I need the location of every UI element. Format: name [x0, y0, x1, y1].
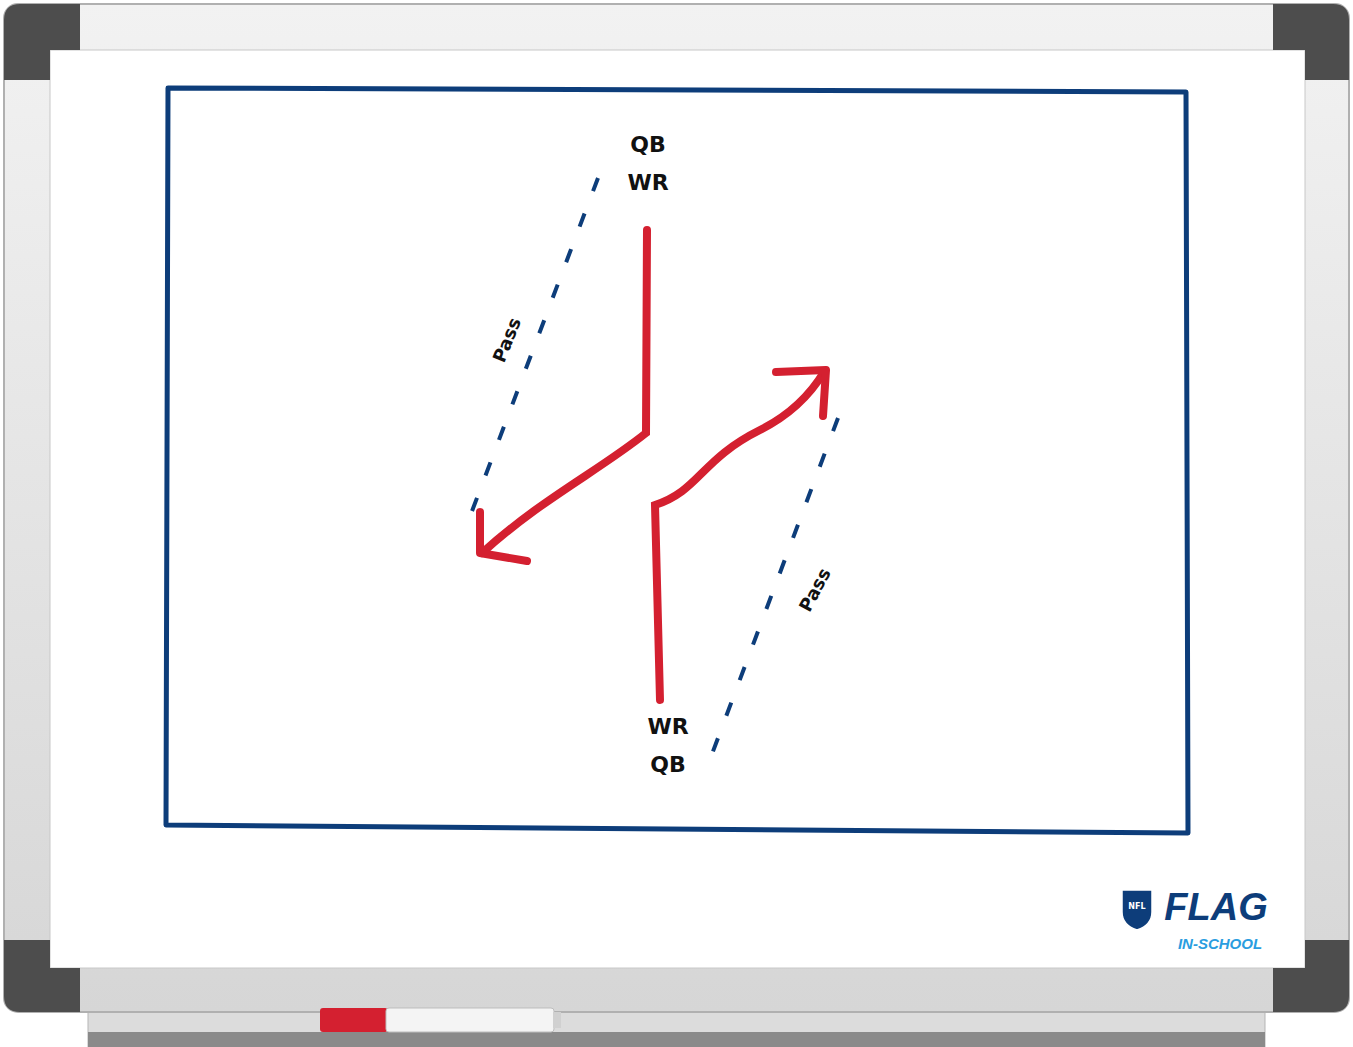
marker-tip — [553, 1012, 561, 1028]
tray-lip — [88, 1032, 1265, 1047]
pass-line — [466, 178, 598, 527]
logo-text: IN-SCHOOL — [1178, 936, 1262, 951]
position-label: QB — [630, 134, 665, 156]
frame-corner — [1273, 940, 1349, 1012]
board-surface — [50, 50, 1305, 968]
route-arrowhead — [776, 370, 826, 416]
field-outline — [166, 88, 1188, 833]
marker-tray — [88, 1008, 1265, 1047]
logo-text: NFL — [1128, 903, 1145, 911]
route-path — [482, 230, 647, 553]
frame-corner — [1273, 4, 1349, 80]
position-label: WR — [647, 716, 688, 738]
logo-shield — [1122, 890, 1152, 930]
board-frame — [4, 4, 1349, 1012]
route-arrowhead — [480, 512, 527, 561]
marker-body — [386, 1008, 554, 1032]
logo-text: FLAG — [1164, 888, 1267, 926]
route-path — [655, 372, 824, 700]
position-label: WR — [627, 172, 668, 194]
frame-corner — [4, 940, 80, 1012]
position-label: QB — [650, 754, 685, 776]
marker-cap — [320, 1008, 388, 1032]
frame-corner — [4, 4, 80, 80]
pass-line — [706, 418, 838, 770]
